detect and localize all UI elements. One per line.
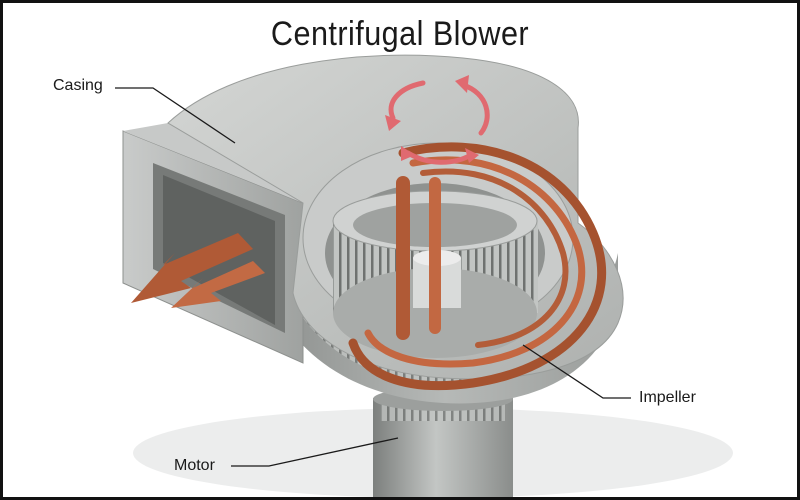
- impeller-label: Impeller: [639, 389, 696, 406]
- airflow-path: [348, 142, 607, 391]
- rotation-arrowheads: [385, 75, 479, 163]
- impeller-leader: [522, 344, 631, 399]
- motor-label: Motor: [174, 457, 215, 474]
- motor-leader: [231, 437, 399, 467]
- diagram-title: Centrifugal Blower: [270, 15, 530, 53]
- casing-label: Casing: [53, 77, 103, 94]
- rotation-arrows: [388, 80, 490, 165]
- blower-illustration: [115, 54, 733, 497]
- discharge-arrows: [131, 233, 265, 308]
- casing-leader: [115, 87, 236, 144]
- leader-lines: [115, 87, 631, 467]
- motor: [373, 387, 513, 497]
